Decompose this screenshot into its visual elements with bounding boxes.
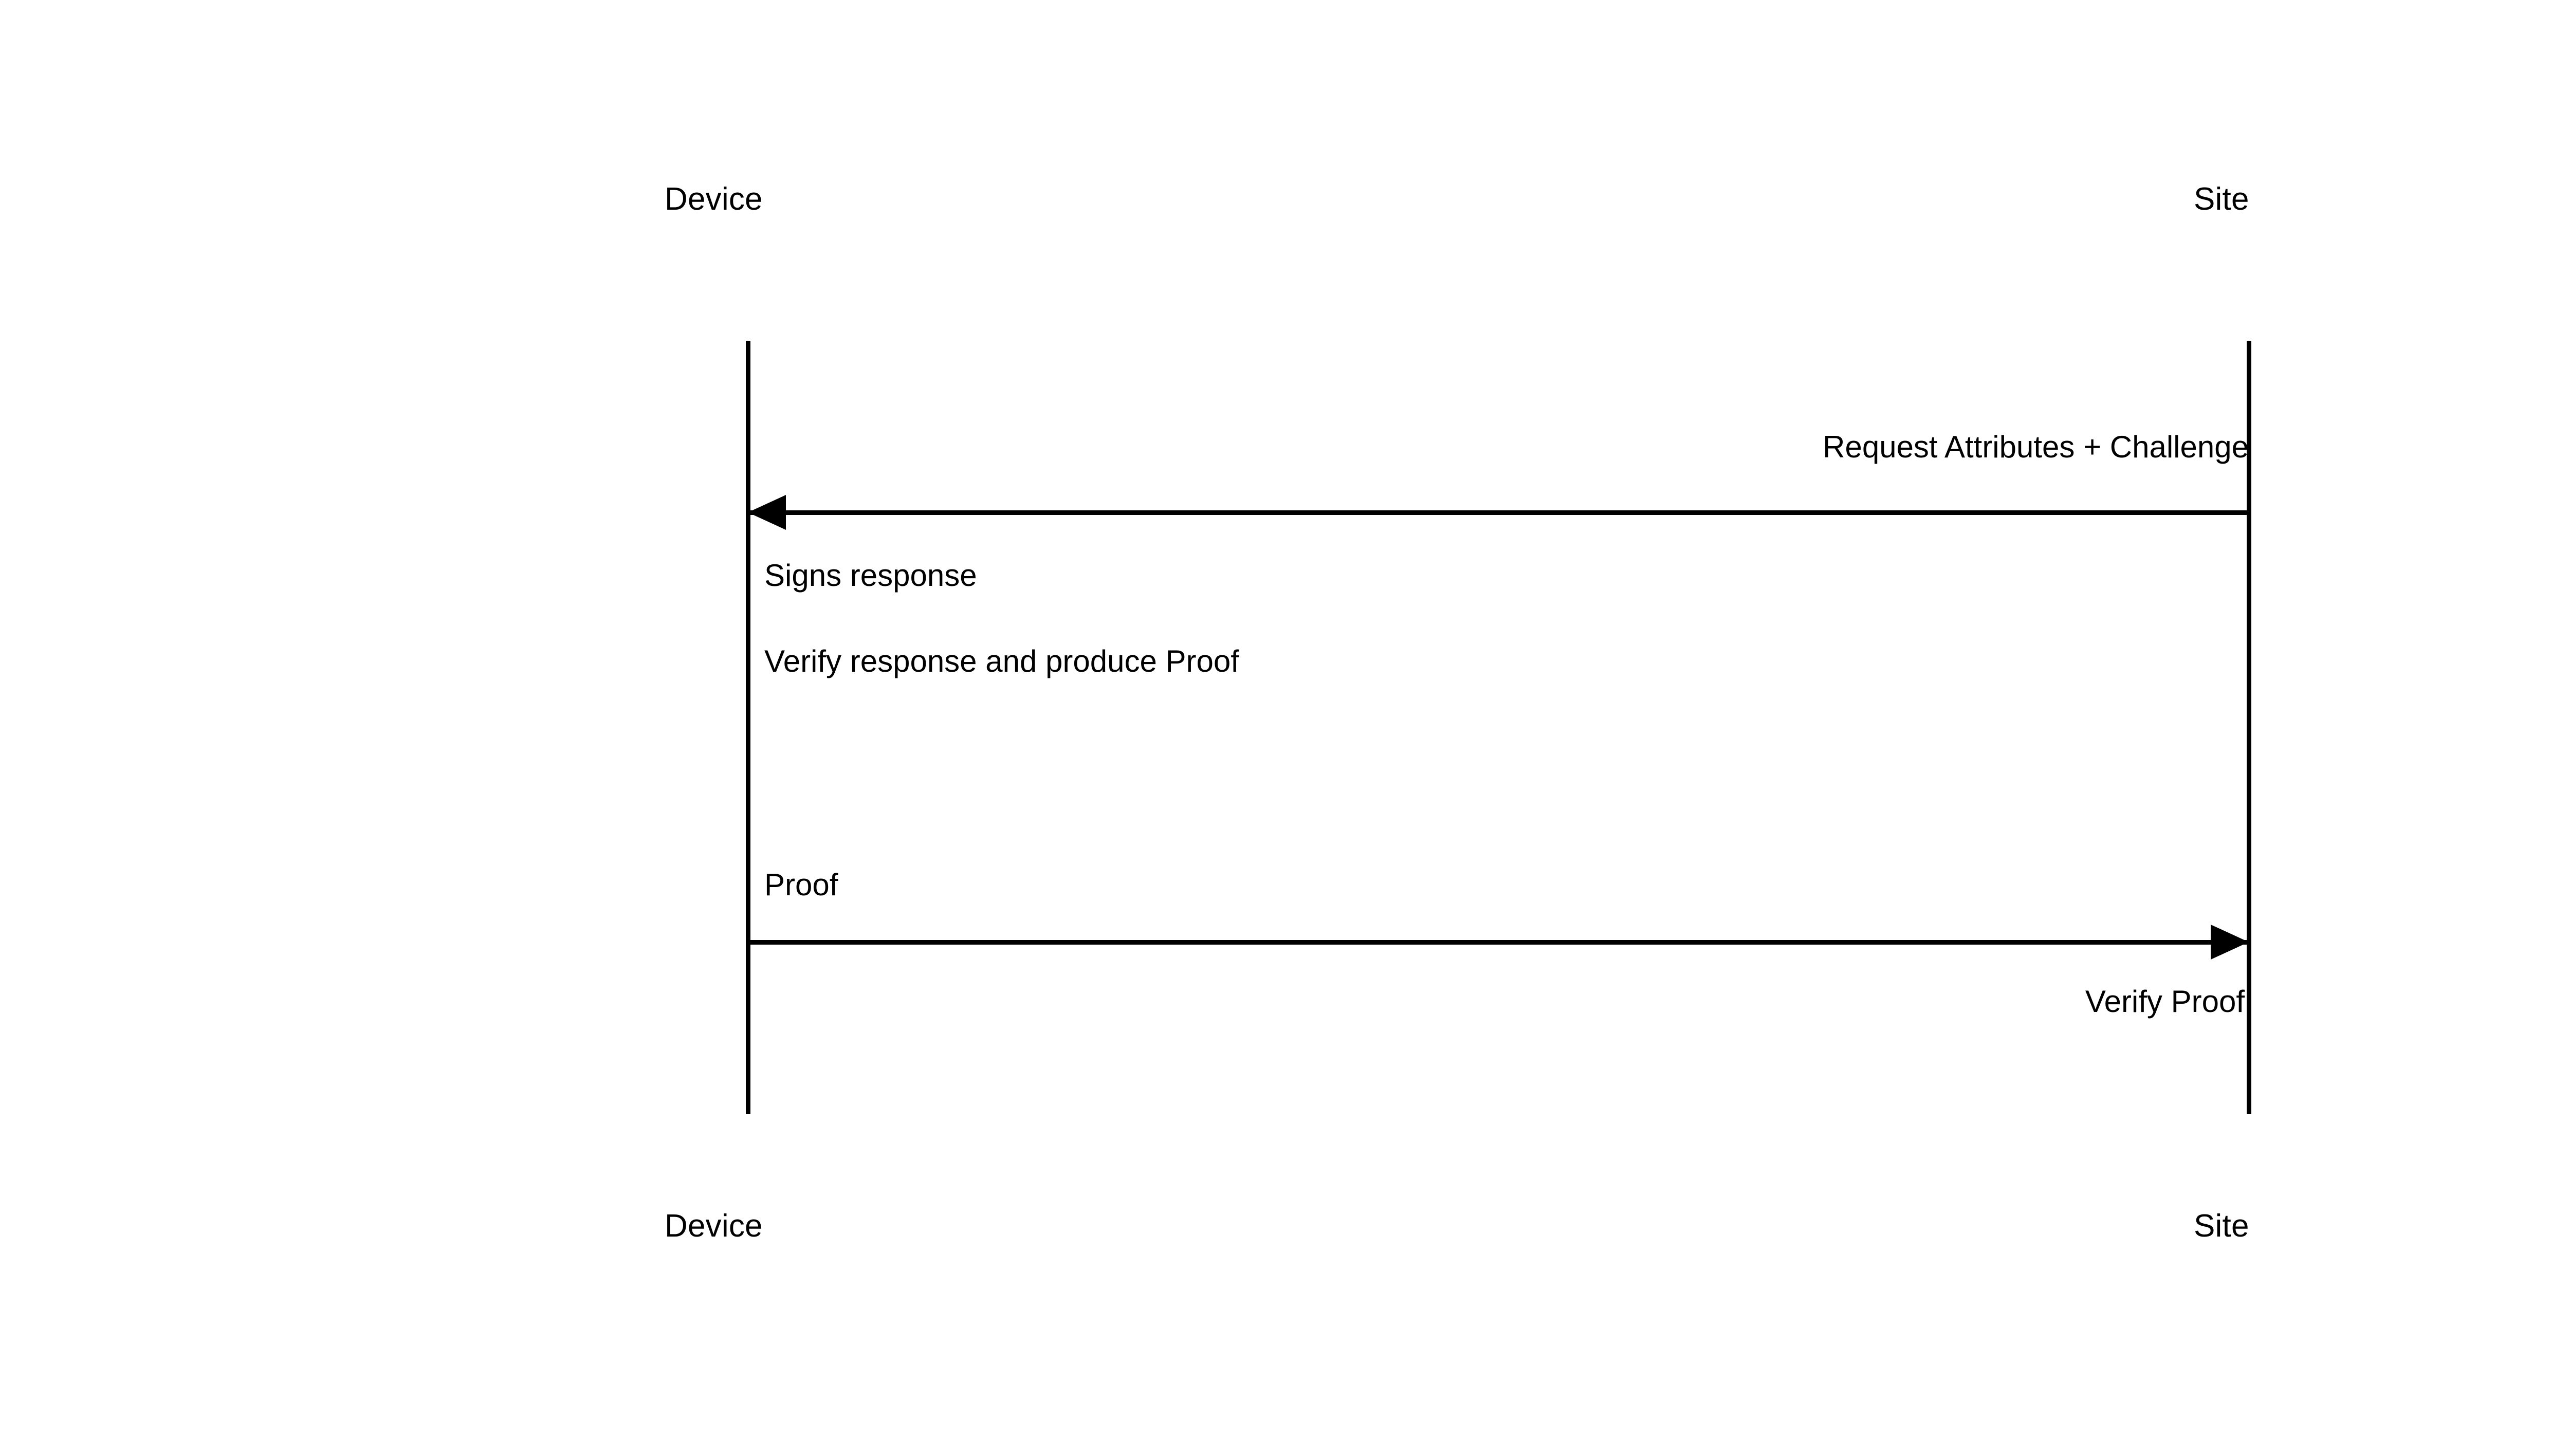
lifeline-device	[746, 341, 750, 1114]
message-label-proof: Proof	[764, 868, 838, 902]
note-label-verify-response-produce-proof: Verify response and produce Proof	[764, 644, 1239, 678]
arrowhead-left-request-attributes-challenge	[748, 495, 786, 530]
actor-label-site-bottom: Site	[2194, 1208, 2249, 1244]
message-line-proof	[748, 940, 2249, 945]
lifeline-site	[2247, 341, 2251, 1114]
note-label-signs-response: Signs response	[764, 558, 977, 593]
note-label-verify-proof: Verify Proof	[2085, 984, 2245, 1019]
actor-label-site-top: Site	[2194, 181, 2249, 217]
actor-label-device-bottom: Device	[665, 1208, 763, 1244]
actor-label-device-top: Device	[665, 181, 763, 217]
message-label-request-attributes-challenge: Request Attributes + Challenge	[1823, 430, 2249, 464]
arrowhead-right-proof	[2211, 925, 2249, 960]
message-line-request-attributes-challenge	[748, 510, 2249, 515]
